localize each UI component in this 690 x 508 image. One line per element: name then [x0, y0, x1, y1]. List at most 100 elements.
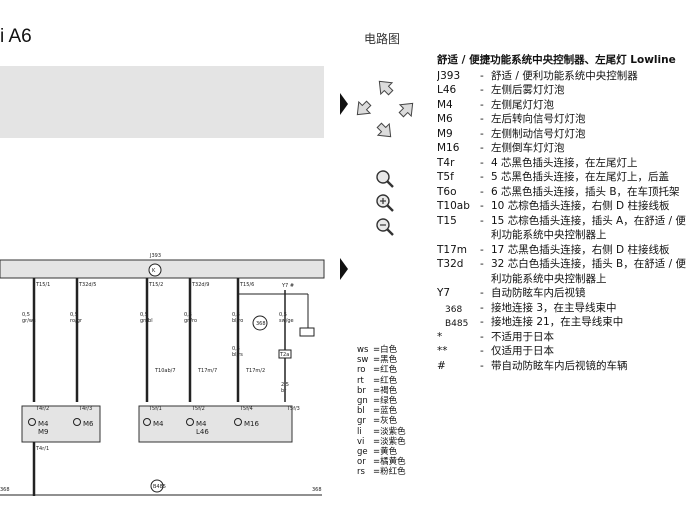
legend-code: L46	[437, 84, 457, 96]
next-page-arrow-icon[interactable]	[340, 258, 348, 280]
lamp-pin-label: T4r/3	[78, 406, 92, 412]
wire-color-name: 绿色	[380, 396, 398, 407]
legend-item: L46-左侧后雾灯灯泡	[437, 83, 690, 98]
connector-label: T15/2	[148, 282, 163, 288]
circuit-diagram: J393 K Y7 # B485 368 368 368 T2a T15/1 T…	[0, 253, 325, 496]
pan-left-icon[interactable]	[352, 98, 374, 120]
wire-color-code: rs	[357, 467, 365, 478]
legend-description: 带自动防眩车内后视镜的车辆	[491, 359, 628, 372]
legend-code: J393	[437, 69, 461, 82]
section-label: 电路图	[364, 32, 401, 46]
legend-description: 接地连接 3，在主导线束中	[491, 301, 617, 314]
wire-color-label: sw/ge	[279, 318, 294, 324]
legend-item: T5f-5 芯黑色插头连接，在左尾灯上，后盖	[437, 170, 690, 185]
legend-description: 舒适 / 便利功能系统中央控制器	[491, 69, 638, 82]
legend-item: M16-左侧倒车灯灯泡	[437, 141, 690, 156]
legend-code: 368	[445, 304, 463, 315]
legend-code: T17m	[437, 243, 468, 256]
wire-size-label: 2,5	[281, 382, 289, 388]
lamp-label: M9	[38, 428, 49, 436]
wire-size-label: 0,5	[70, 312, 78, 318]
legend-item: T6o-6 芯黑色插头连接，插头 B，在车顶托架	[437, 185, 690, 200]
wire-color-row: gr= 灰色	[357, 416, 406, 426]
wire-color-code: or	[357, 457, 366, 468]
legend-code: T15	[437, 214, 457, 227]
wire-color-equals: =	[373, 467, 381, 478]
legend-description: 左侧尾灯灯泡	[491, 98, 554, 111]
connector-label: T32d/9	[191, 282, 209, 288]
inline-connector-label: T17m/2	[245, 368, 265, 374]
legend-description: 不适用于日本	[491, 330, 554, 343]
wire-size-label: 0,5	[232, 346, 240, 352]
pan-down-icon[interactable]	[374, 120, 396, 142]
lamp-label: M16	[244, 420, 259, 428]
legend-dash: -	[480, 200, 484, 212]
pan-right-icon[interactable]	[396, 98, 418, 120]
legend-description: 6 芯黑色插头连接，插头 B，在车顶托架	[491, 185, 680, 198]
zoom-in-icon[interactable]	[374, 192, 396, 214]
legend-item: B485-接地连接 21，在主导线束中	[437, 315, 690, 330]
legend-dash: -	[480, 243, 484, 256]
legend-title: 舒适 / 便捷功能系统中央控制器、左尾灯 Lowline	[437, 54, 676, 66]
lamp-label: M6	[83, 420, 94, 428]
wire-color-row: vi= 淡紫色	[357, 437, 406, 447]
legend-dash: -	[480, 156, 484, 169]
legend-item: J393-舒适 / 便利功能系统中央控制器	[437, 69, 690, 84]
wire-color-equals: =	[373, 416, 381, 427]
wire-color-equals: =	[373, 436, 381, 447]
legend-item: T32d-32 芯白色插头连接，插头 B，在舒适 / 便利功能系统中央控制器上	[437, 257, 690, 286]
wire-color-row: bl= 蓝色	[357, 406, 406, 416]
connector-label: T15/1	[35, 282, 50, 288]
legend-item: T4r-4 芯黑色插头连接，在左尾灯上	[437, 156, 690, 171]
legend-panel: 舒适 / 便捷功能系统中央控制器、左尾灯 Lowline J393-舒适 / 便…	[437, 53, 690, 373]
legend-code: **	[437, 345, 448, 357]
legend-description: 左侧后雾灯灯泡	[491, 84, 565, 96]
wire-color-equals: =	[373, 385, 381, 396]
header-band	[0, 66, 324, 138]
wire-color-name: 淡紫色	[380, 426, 406, 437]
legend-code: #	[437, 359, 446, 372]
magnifier-icon[interactable]	[374, 168, 396, 190]
legend-dash: -	[480, 316, 484, 328]
lamp-label: L46	[196, 428, 209, 436]
legend-item: M6-左后转向信号灯灯泡	[437, 112, 690, 127]
zoom-out-icon[interactable]	[374, 216, 396, 238]
wire-color-name: 红色	[380, 365, 398, 376]
inline-connector-label: T17m/7	[197, 368, 217, 374]
previous-page-arrow-icon[interactable]	[340, 93, 348, 115]
legend-item: 368-接地连接 3，在主导线束中	[437, 301, 690, 316]
wire-color-code: vi	[357, 436, 365, 447]
wire-color-equals: =	[373, 447, 381, 458]
legend-code: T32d	[437, 258, 464, 270]
legend-description: 自动防眩车内后视镜	[491, 287, 586, 299]
legend-code: T4r	[437, 156, 455, 169]
legend-description: 仅适用于日本	[491, 345, 554, 357]
ground-mirror-label: 368	[256, 321, 266, 327]
wire-size-label: 0,5	[22, 312, 30, 318]
lamp-pin-label: T5f/3	[286, 406, 300, 412]
legend-item: T15-15 芯棕色插头连接，插头 A，在舒适 / 便利功能系统中央控制器上	[437, 214, 690, 243]
lamp-label: M4	[153, 420, 164, 428]
legend-description: 10 芯棕色插头连接，右侧 D 柱接线板	[491, 200, 670, 212]
legend-dash: -	[480, 214, 484, 227]
legend-dash: -	[480, 330, 484, 343]
legend-item: M4-左侧尾灯灯泡	[437, 98, 690, 113]
wire-color-row: rs= 粉红色	[357, 467, 406, 477]
wire-color-name: 褐色	[380, 385, 398, 396]
legend-dash: -	[480, 113, 484, 125]
wire-color-name: 黄色	[380, 447, 398, 458]
fuse-label: T2a	[279, 352, 289, 358]
pan-up-icon[interactable]	[374, 76, 396, 98]
wire-color-label: br	[281, 388, 287, 394]
inline-connector-label: T10ab/7	[154, 368, 176, 374]
legend-item: *-不适用于日本	[437, 330, 690, 345]
wire-color-equals: =	[373, 457, 381, 468]
ground-right-label: 368	[312, 487, 322, 493]
legend-code: M6	[437, 113, 453, 125]
wire-color-row: gn= 绿色	[357, 396, 406, 406]
wire-size-label: 0,5	[232, 312, 240, 318]
wire-color-code: ge	[357, 447, 368, 458]
wire-color-equals: =	[373, 396, 381, 407]
wire-color-code: sw	[357, 355, 369, 366]
